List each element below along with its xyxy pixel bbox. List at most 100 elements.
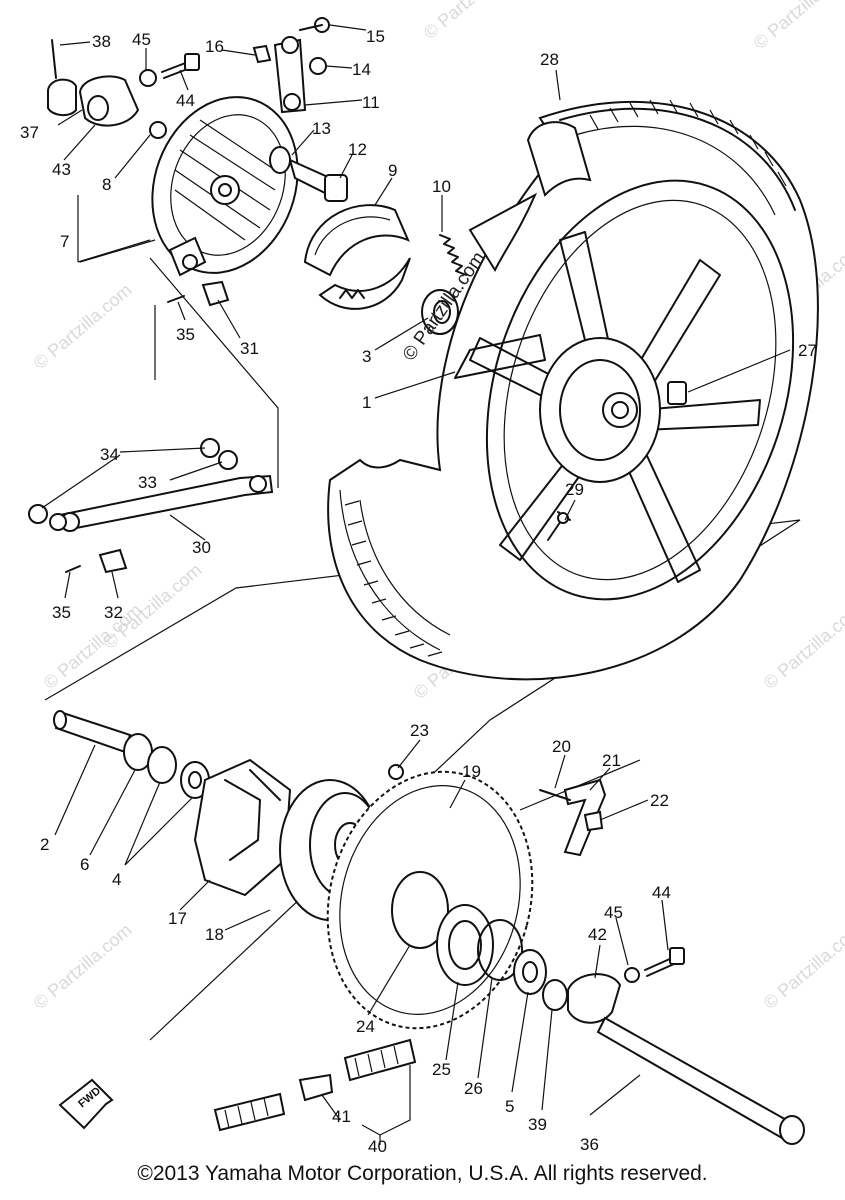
spring-10 xyxy=(439,234,467,276)
callout-28: 28 xyxy=(540,50,559,69)
nut-8 xyxy=(149,121,167,139)
callout-37: 37 xyxy=(20,123,39,142)
bolt-32 xyxy=(65,548,128,574)
callout-44: 44 xyxy=(176,91,195,110)
cotter-38 xyxy=(51,39,57,79)
bolt-20 xyxy=(539,789,571,801)
tire-tread xyxy=(559,107,796,211)
tension-bar-30 xyxy=(28,438,274,532)
callout-15: 15 xyxy=(366,27,385,46)
bolts-31-35 xyxy=(167,280,230,307)
callout-24: 24 xyxy=(356,1017,375,1036)
callout-39: 39 xyxy=(528,1115,547,1134)
chain-adjuster-left xyxy=(47,39,200,139)
callout-22: 22 xyxy=(650,791,669,810)
watermark: © Partzilla.com xyxy=(760,600,845,693)
bearing-5 xyxy=(513,949,547,995)
chain-joint-41 xyxy=(298,1073,334,1102)
collar-39 xyxy=(542,979,568,1011)
washer-45b xyxy=(624,967,640,983)
callout-7: 7 xyxy=(60,232,69,251)
callout-12: 12 xyxy=(348,140,367,159)
washer-14 xyxy=(309,57,327,75)
callout-40: 40 xyxy=(368,1137,387,1156)
nut-22 xyxy=(583,810,604,832)
damper-17 xyxy=(193,758,292,897)
axle-36 xyxy=(596,1016,792,1140)
callout-19: 19 xyxy=(462,762,481,781)
damper-27 xyxy=(667,381,687,405)
callout-2: 2 xyxy=(40,835,49,854)
callout-numbers: 38 45 16 15 14 44 11 28 37 13 12 43 9 8 … xyxy=(20,27,817,1156)
watermark: © Partzilla.com xyxy=(30,280,136,373)
callout-33: 33 xyxy=(138,473,157,492)
bearing-3 xyxy=(421,289,459,335)
callout-25: 25 xyxy=(432,1060,451,1079)
callout-31: 31 xyxy=(240,339,259,358)
callout-45b: 45 xyxy=(604,903,623,922)
callout-42: 42 xyxy=(588,925,607,944)
watermark: © Partzilla.com xyxy=(760,920,845,1013)
callout-30: 30 xyxy=(192,538,211,557)
callout-35: 35 xyxy=(176,325,195,344)
drive-chain-40 xyxy=(213,1038,417,1132)
camshaft-12 xyxy=(269,146,348,202)
chain-adjuster-right xyxy=(542,947,805,1145)
callout-44b: 44 xyxy=(652,883,671,902)
seals-25-26-5 xyxy=(436,904,547,995)
callout-27: 27 xyxy=(798,341,817,360)
callout-1: 1 xyxy=(362,393,371,412)
circlip-24 xyxy=(391,871,449,949)
watermark: © Partzilla.com xyxy=(420,0,526,43)
callout-17: 17 xyxy=(168,909,187,928)
callout-6: 6 xyxy=(80,855,89,874)
nut-34 xyxy=(28,504,48,524)
callout-5: 5 xyxy=(505,1097,514,1116)
callout-32: 32 xyxy=(104,603,123,622)
callout-8: 8 xyxy=(102,175,111,194)
brake-plate-7 xyxy=(151,96,299,277)
callout-36: 36 xyxy=(580,1135,599,1154)
adjuster-43 xyxy=(78,75,140,127)
callout-20: 20 xyxy=(552,737,571,756)
adjuster-42 xyxy=(567,973,622,1024)
hub xyxy=(539,337,661,483)
circlip-26 xyxy=(477,919,523,981)
leader-lines xyxy=(41,24,791,1145)
callout-18: 18 xyxy=(205,925,224,944)
callout-13: 13 xyxy=(312,119,331,138)
washer-33 xyxy=(218,450,238,470)
callout-23: 23 xyxy=(410,721,429,740)
callout-16: 16 xyxy=(205,37,224,56)
callout-29: 29 xyxy=(565,480,584,499)
copyright-notice: ©2013 Yamaha Motor Corporation, U.S.A. A… xyxy=(137,1162,708,1185)
bolt-44b xyxy=(644,957,675,977)
callout-14: 14 xyxy=(352,60,371,79)
cam-lever-11 xyxy=(252,17,330,114)
rim xyxy=(485,179,795,601)
brake-shoes-9 xyxy=(303,204,411,310)
forward-arrow: FWD xyxy=(58,1078,114,1130)
callout-21: 21 xyxy=(602,751,621,770)
rear-wheel-assembly xyxy=(327,99,819,681)
callout-10: 10 xyxy=(432,177,451,196)
seal-13 xyxy=(269,146,291,174)
washer-45 xyxy=(139,69,157,87)
nut-37 xyxy=(47,78,77,116)
watermark: © Partzilla.com xyxy=(750,0,845,53)
hub-axle-2 xyxy=(53,710,210,799)
callout-43: 43 xyxy=(52,160,71,179)
callout-26: 26 xyxy=(464,1079,483,1098)
callout-3: 3 xyxy=(362,347,371,366)
callout-38: 38 xyxy=(92,32,111,51)
seal-25 xyxy=(436,904,494,986)
bearing-4 xyxy=(147,746,177,784)
tension-link-21 xyxy=(539,778,607,857)
callout-4: 4 xyxy=(112,870,121,889)
callout-41: 41 xyxy=(332,1107,351,1126)
nut-23 xyxy=(388,764,404,780)
callout-45: 45 xyxy=(132,30,151,49)
callout-11: 11 xyxy=(362,93,380,112)
